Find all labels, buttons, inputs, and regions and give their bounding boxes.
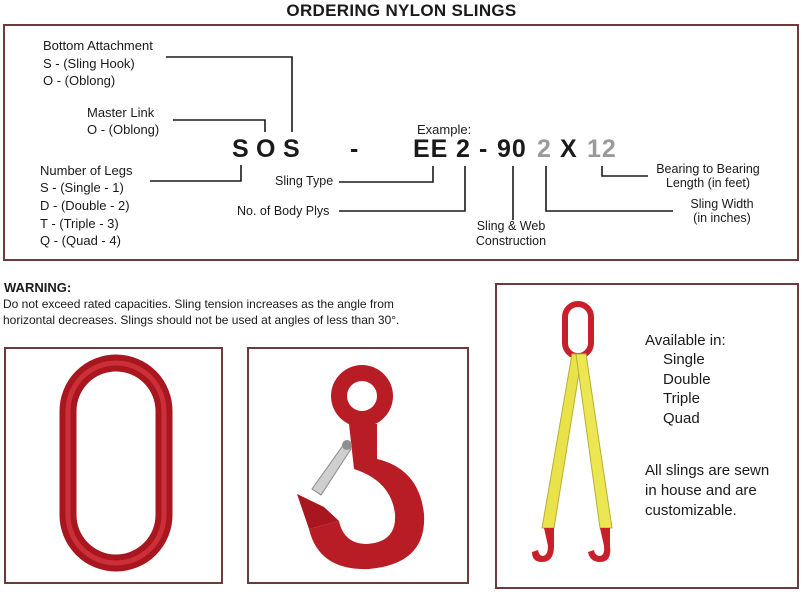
code-body-plys: 2 <box>456 135 471 163</box>
construction-label: Construction <box>475 234 547 248</box>
number-of-legs-option: S - (Single - 1) <box>40 180 124 195</box>
bottom-attachment-connector <box>166 56 293 132</box>
warning-text: Do not exceed rated capacities. Sling te… <box>3 297 394 311</box>
code-sling-type: EE <box>413 135 449 163</box>
example-label: Example: <box>417 122 472 137</box>
ordering-diagram-frame <box>3 24 799 261</box>
code-dash: - <box>479 135 489 163</box>
sling-width-label: Sling Width <box>690 197 754 211</box>
availability-heading: Available in: <box>645 332 726 349</box>
length-connector <box>601 166 648 177</box>
warning-title: WARNING: <box>4 280 72 295</box>
oblong-master-link-image <box>59 354 173 572</box>
oblong-link-photo <box>4 347 223 584</box>
double-leg-sling-image <box>532 301 613 562</box>
availability-option: Single <box>663 351 705 368</box>
code-master-link: O <box>256 135 277 163</box>
number-of-legs-connector <box>150 165 242 182</box>
customization-note: All slings are sewn <box>645 462 770 479</box>
sling-width-connector <box>545 166 673 212</box>
number-of-legs-heading: Number of Legs <box>40 163 133 178</box>
bottom-attachment-heading: Bottom Attachment <box>43 38 153 53</box>
length-label: Bearing to Bearing <box>656 162 760 176</box>
customization-note: customizable. <box>645 502 737 519</box>
code-length: 12 <box>587 135 617 163</box>
warning-text: horizontal decreases. Slings should not … <box>3 313 400 327</box>
sling-availability-panel <box>495 283 799 589</box>
length-label: Length (in feet) <box>665 176 751 190</box>
number-of-legs-option: Q - (Quad - 4) <box>40 233 121 248</box>
body-plys-connector <box>339 166 466 212</box>
availability-option: Double <box>663 371 711 388</box>
master-link-option: O - (Oblong) <box>87 122 160 137</box>
master-link-connector <box>173 119 266 132</box>
availability-option: Triple <box>663 390 700 407</box>
body-plys-label: No. of Body Plys <box>237 204 330 218</box>
code-x: X <box>560 135 578 163</box>
sling-width-label: (in inches) <box>693 211 751 225</box>
availability-option: Quad <box>663 410 700 427</box>
number-of-legs-option: T - (Triple - 3) <box>40 216 119 231</box>
page-title: ORDERING NYLON SLINGS <box>286 1 517 20</box>
sling-hook-image <box>297 365 425 570</box>
code-construction: 90 <box>497 135 527 163</box>
sling-type-connector <box>339 166 434 183</box>
code-dash: - <box>350 135 360 163</box>
code-bottom-attachment: S <box>283 135 301 163</box>
bottom-attachment-option: O - (Oblong) <box>43 73 116 88</box>
sling-type-label: Sling Type <box>275 174 334 188</box>
bottom-attachment-option: S - (Sling Hook) <box>43 56 135 71</box>
construction-label: Sling & Web <box>476 219 546 233</box>
customization-note: in house and are <box>645 482 757 499</box>
code-sling-width: 2 <box>537 135 552 163</box>
sling-hook-photo <box>247 347 469 584</box>
master-link-heading: Master Link <box>87 105 155 120</box>
code-legs: S <box>232 135 250 163</box>
number-of-legs-option: D - (Double - 2) <box>40 198 130 213</box>
